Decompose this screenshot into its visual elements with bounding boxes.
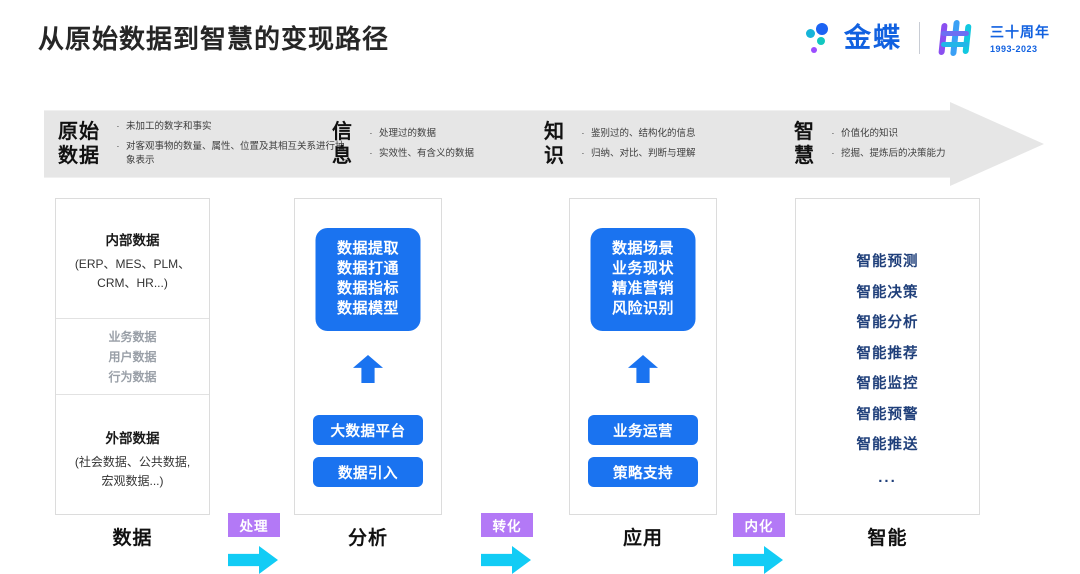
bullet-item: · 价值化的知识 [825,127,946,141]
bullet-item: · 挖掘、提炼后的决策能力 [825,147,946,161]
bullet-item: · 归纳、对比、判断与理解 [575,147,696,161]
logo-divider [919,22,920,54]
column-analysis: 数据提取 数据打通 数据指标 数据模型 大数据平台 数据引入 [294,198,442,515]
banner-stage-bullets: · 价值化的知识 · 挖掘、提炼后的决策能力 [825,127,946,161]
page-title: 从原始数据到智慧的变现路径 [38,24,390,54]
column-label-data: 数据 [112,528,153,549]
anniversary-years: 1993-2023 [990,44,1038,54]
banner-stage-bullets: · 鉴别过的、结构化的信息 · 归纳、对比、判断与理解 [575,127,696,161]
anniversary-text: 三十周年 1993-2023 [990,22,1050,54]
connector-transform: 转化 [481,513,541,574]
page-header: 从原始数据到智慧的变现路径 金蝶 三十周年 1993-2023 [0,0,1080,80]
dikw-banner: 原始 数据 · 未加工的数字和事实 · 对客观事物的数量、属性、位置及其相互关系… [44,102,1044,186]
list-item: 智能分析 [856,315,919,331]
external-data-subtitle: (社会数据、公共数据, 宏观数据...) [74,455,191,488]
bullet-text: 鉴别过的、结构化的信息 [591,128,696,140]
bullet-text: 未加工的数字和事实 [126,121,212,133]
pipeline-columns: 内部数据 (ERP、MES、PLM、 CRM、HR...) 业务数据 用户数据 … [0,198,1080,574]
banner-arrow-shape [44,102,1044,186]
bullet-marker: · [116,141,120,153]
banner-stage-bullets: · 未加工的数字和事实 · 对客观事物的数量、属性、位置及其相互关系进行抽象表示 [110,120,346,167]
banner-stage-name: 智 慧 [794,120,815,167]
application-pill-business-operations[interactable]: 业务运营 [588,415,698,445]
up-arrow-icon [628,355,658,383]
bullet-text: 实效性、有含义的数据 [379,148,475,159]
data-type-item: 业务数据 [108,330,157,344]
bullet-marker: · [116,121,120,133]
column-application: 数据场景 业务现状 精准营销 风险识别 业务运营 策略支持 [569,198,717,515]
right-arrow-icon [733,546,783,574]
internal-data-title: 内部数据 [105,233,160,248]
bullet-marker: · [369,128,373,140]
external-data-section: 外部数据 (社会数据、公共数据, 宏观数据...) [56,395,209,514]
list-item: 智能推送 [856,437,919,453]
bullet-item: · 对客观事物的数量、属性、位置及其相互关系进行抽象表示 [110,140,346,168]
bullet-marker: · [831,148,835,159]
connector-label: 内化 [733,513,785,537]
up-arrow-icon [353,355,383,383]
bullet-marker: · [831,128,835,140]
right-arrow-icon [228,546,278,574]
bullet-text: 处理过的数据 [379,128,437,140]
data-type-item: 用户数据 [108,350,157,365]
data-type-item: 行为数据 [108,370,157,385]
bullet-text: 对客观事物的数量、属性、位置及其相互关系进行抽象表示 [126,141,345,166]
column-data: 内部数据 (ERP、MES、PLM、 CRM、HR...) 业务数据 用户数据 … [55,198,210,515]
banner-stage-raw-data: 原始 数据 · 未加工的数字和事实 · 对客观事物的数量、属性、位置及其相互关系… [58,102,346,186]
bullet-item: · 鉴别过的、结构化的信息 [575,127,696,141]
data-types-section: 业务数据 用户数据 行为数据 [56,318,209,395]
kingdee-dots-icon [805,21,835,55]
list-item: 智能监控 [856,376,919,392]
internal-data-subtitle: (ERP、MES、PLM、 CRM、HR...) [74,257,191,290]
right-arrow-icon [481,546,531,574]
connector-internalize: 内化 [733,513,793,574]
intelligence-list: 智能预测 智能决策 智能分析 智能推荐 智能监控 智能预警 智能推送 ... [796,255,979,486]
list-item: 智能决策 [856,284,919,301]
bullet-item: · 处理过的数据 [363,127,474,141]
banner-stage-wisdom: 智 慧 · 价值化的知识 · 挖掘、提炼后的决策能力 [794,102,946,186]
anniversary-label: 三十周年 [990,24,1050,40]
application-scenario-card: 数据场景 业务现状 精准营销 风险识别 [590,228,696,331]
list-item: 智能预警 [856,406,919,423]
bullet-marker: · [581,148,585,159]
bullet-text: 挖掘、提炼后的决策能力 [841,148,946,159]
analysis-pill-data-ingest[interactable]: 数据引入 [313,457,423,487]
banner-stage-bullets: · 处理过的数据 · 实效性、有含义的数据 [363,127,474,161]
bullet-item: · 实效性、有含义的数据 [363,147,474,161]
internal-data-section: 内部数据 (ERP、MES、PLM、 CRM、HR...) [56,199,209,318]
analysis-pill-big-data-platform[interactable]: 大数据平台 [313,415,423,445]
bullet-marker: · [369,148,373,159]
list-item: 智能推荐 [856,345,919,362]
brand-logo: 金蝶 三十周年 1993-2023 [805,16,1050,60]
banner-stage-information: 信 息 · 处理过的数据 · 实效性、有含义的数据 [332,102,474,186]
analysis-capability-card: 数据提取 数据打通 数据指标 数据模型 [315,228,421,331]
banner-stage-name: 原始 数据 [58,120,100,167]
anniversary-mark-icon [937,19,981,57]
external-data-title: 外部数据 [105,431,160,446]
column-intelligence: 智能预测 智能决策 智能分析 智能推荐 智能监控 智能预警 智能推送 ... [795,198,980,515]
banner-stage-name: 信 息 [332,120,353,167]
bullet-text: 归纳、对比、判断与理解 [591,148,696,159]
column-label-intelligence: 智能 [867,528,908,549]
brand-name: 金蝶 [844,22,902,53]
connector-label: 转化 [481,513,533,537]
bullet-marker: · [581,128,585,140]
connector-label: 处理 [228,513,280,537]
bullet-text: 价值化的知识 [841,128,899,140]
banner-stage-name: 知 识 [544,120,565,167]
column-label-application: 应用 [622,528,663,549]
column-label-analysis: 分析 [347,528,388,549]
list-ellipsis: ... [878,468,897,486]
bullet-item: · 未加工的数字和事实 [110,120,346,134]
connector-process: 处理 [228,513,288,574]
banner-stage-knowledge: 知 识 · 鉴别过的、结构化的信息 · 归纳、对比、判断与理解 [544,102,696,186]
application-pill-strategy-support[interactable]: 策略支持 [588,457,698,487]
list-item: 智能预测 [856,254,919,270]
